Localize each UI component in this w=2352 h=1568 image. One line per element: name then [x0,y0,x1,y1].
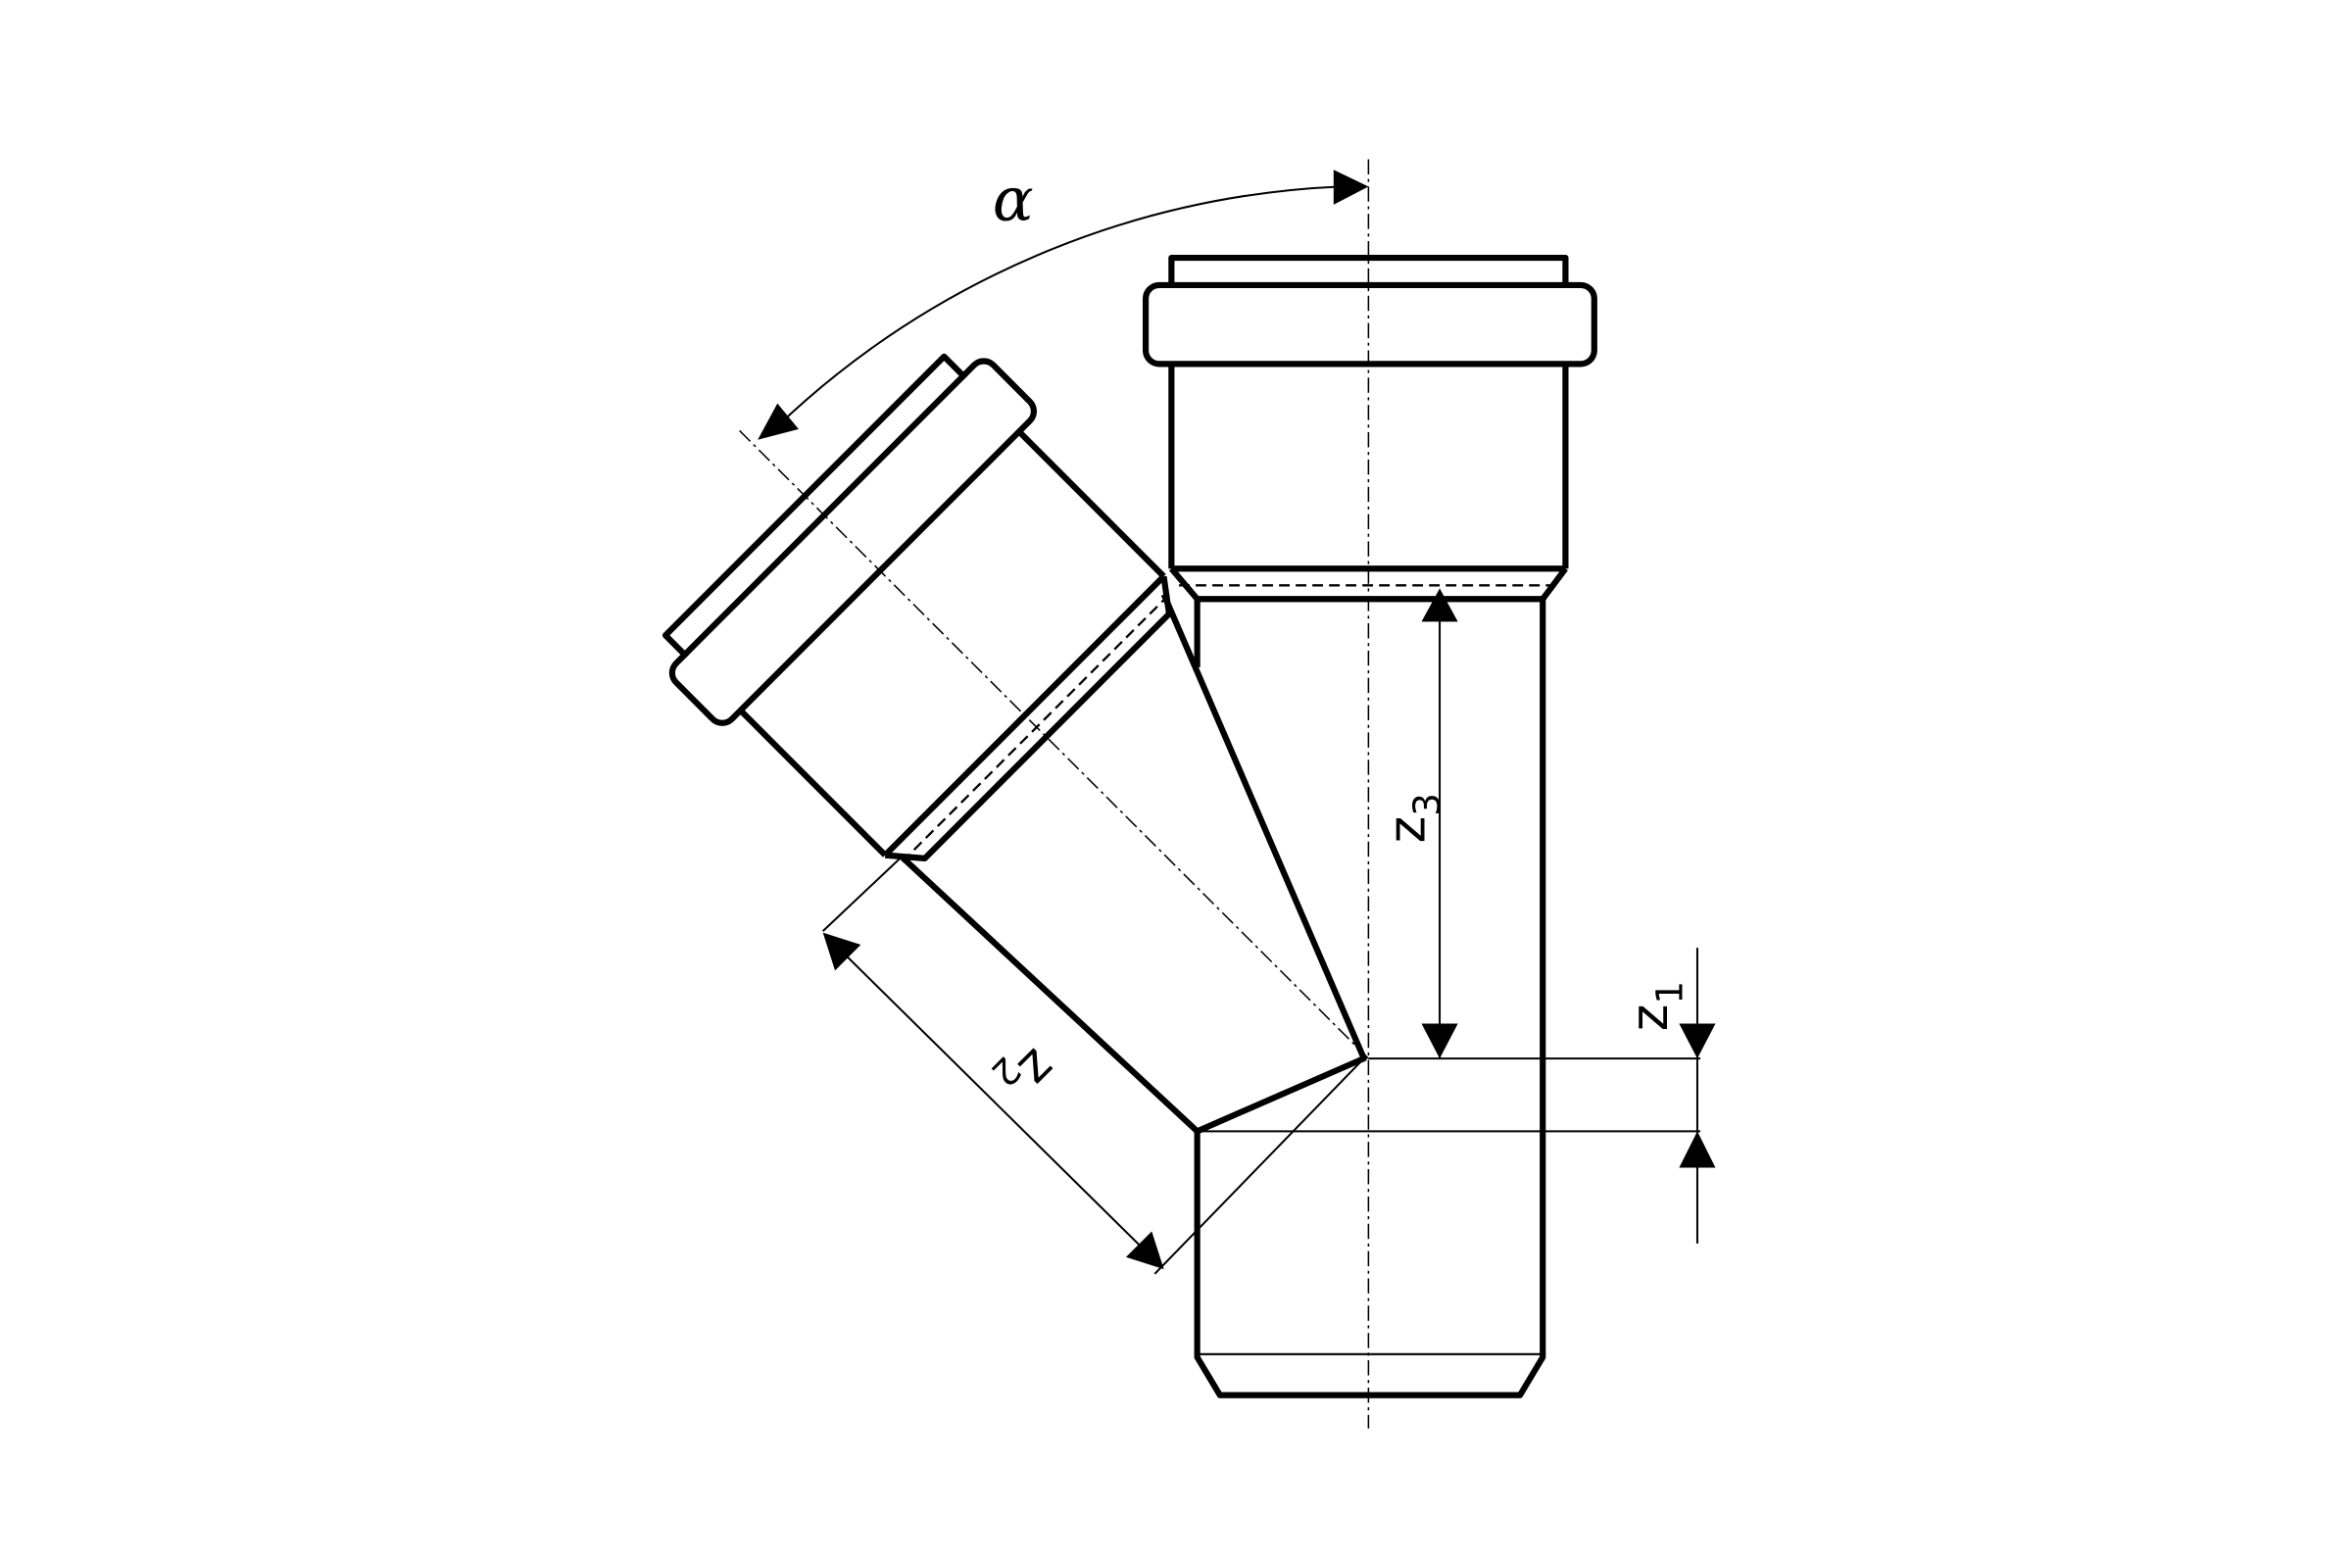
arrow-head [1125,1231,1164,1270]
arrow-head [822,932,861,971]
branch-pipe-body [899,593,1367,1135]
arrow-head [758,403,799,440]
arrow-head [1679,1131,1716,1168]
branch-socket [647,336,1205,895]
z1-dimension: z1 [1197,948,1716,1244]
z3-dimension: z3 [1378,588,1458,1059]
z3-label: z3 [1378,793,1448,843]
z1-label: z1 [1620,981,1690,1031]
arrow-head [1333,170,1369,205]
angle-alpha-label: α [993,164,1034,234]
arrow-head [1679,1023,1716,1059]
z2-dimension: z2 [822,856,1365,1275]
main-socket [1146,258,1594,599]
angle-alpha-dimension: α [758,164,1369,440]
arrow-head [1421,1023,1458,1059]
branch-centerline [739,429,1369,1059]
arrow-head [1421,588,1458,622]
main-pipe-body [1194,599,1546,1398]
